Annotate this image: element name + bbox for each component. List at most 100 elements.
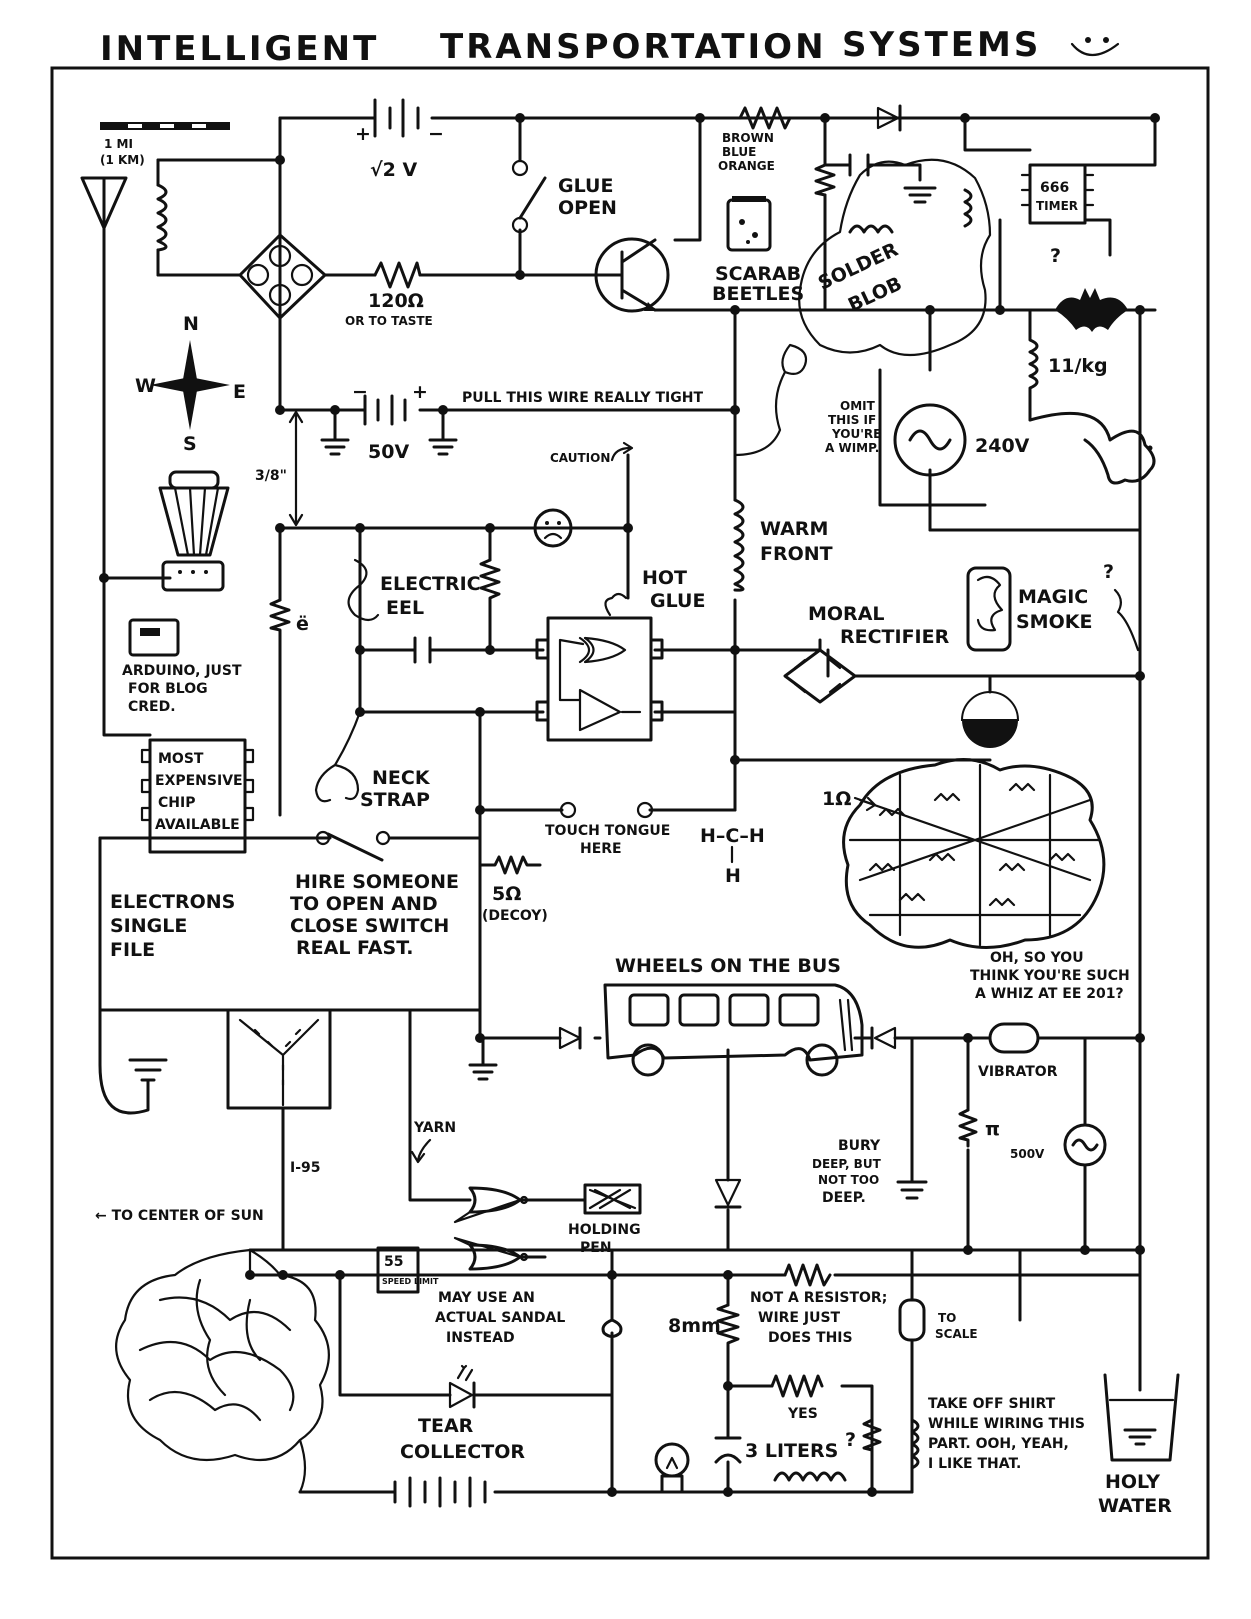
transistor-icon: [594, 237, 670, 313]
svg-text:+: +: [412, 381, 428, 403]
orange-label: ORANGE: [718, 159, 775, 173]
ground-left-hook-icon: [128, 1058, 168, 1102]
bridge-rectifier-icon: [238, 233, 327, 412]
speed-limit-sign-icon: 55 SPEED LIMIT: [376, 1246, 439, 1294]
svg-text:+: +: [355, 123, 371, 145]
sandal-label-3: INSTEAD: [446, 1330, 515, 1346]
timer-label-1: 666: [1040, 180, 1069, 196]
vibrator-label: VIBRATOR: [978, 1064, 1058, 1080]
pringles-icon: [158, 470, 230, 592]
hire-label-4: REAL FAST.: [296, 937, 414, 959]
ac-source-240v-icon: 240V: [893, 403, 1030, 477]
shirt-label-3: PART. OOH, YEAH,: [928, 1436, 1069, 1452]
touch-tongue-contacts: TOUCH TONGUE HERE: [545, 801, 670, 857]
scale-bar: 1 MI (1 KM): [100, 122, 230, 167]
touch-tongue-label-2: HERE: [580, 841, 622, 857]
diode-bus-right-icon: [870, 1026, 897, 1050]
eel-label-2: EEL: [386, 597, 424, 619]
arduino-label-2: FOR BLOG: [128, 681, 208, 697]
capacitor-mid-icon: [413, 636, 432, 664]
ground-top-icon: [903, 186, 937, 204]
hire-label-2: TO OPEN AND: [290, 893, 438, 915]
glue-open-label-2: OPEN: [558, 197, 617, 219]
magic-question-label: ?: [1103, 561, 1114, 583]
compass-n-label: N: [183, 313, 199, 335]
whiz-label-1: OH, SO YOU: [990, 950, 1084, 966]
not-a-resistor-wire: 8mm NOT A RESISTOR; WIRE JUST DOES THIS: [668, 1290, 887, 1357]
chip-label-1: MOST: [158, 751, 204, 767]
not-resistor-label-1: NOT A RESISTOR;: [750, 1290, 887, 1306]
omit-label: OMIT THIS IF YOU'RE A WIMP.: [825, 399, 881, 455]
sandal-label-1: MAY USE AN: [438, 1290, 535, 1306]
moral-label-2: RECTIFIER: [840, 626, 950, 648]
magic-smoke-label-2: SMOKE: [1016, 611, 1092, 633]
bury-label-2: DEEP, BUT: [812, 1157, 882, 1171]
junction-dots: [99, 113, 1160, 1497]
hire-label-3: CLOSE SWITCH: [290, 915, 449, 937]
caution-label: CAUTION: [550, 451, 610, 465]
omit-label-3: YOU'RE: [831, 427, 881, 441]
battery-sqrt2v-icon: + − √2 V: [355, 98, 444, 181]
blue-label: BLUE: [722, 145, 756, 159]
caution-arrow: [610, 441, 634, 462]
page-title: INTELLIGENT TRANSPORTATION SYSTEMS: [100, 25, 1120, 69]
touch-tongue-label-1: TOUCH TONGUE: [545, 823, 670, 839]
sun-arrow: ← TO CENTER OF SUN: [95, 1208, 264, 1224]
magic-smoke-label-1: MAGIC: [1018, 586, 1088, 608]
motor-to-scale-icon: TO SCALE: [898, 1298, 978, 1342]
three-liters-label: 3 LITERS: [745, 1440, 838, 1462]
batman-icon: [1055, 288, 1128, 332]
one-ohm-label: 1Ω: [822, 788, 851, 810]
methane-molecule: H–C–H H: [700, 825, 765, 887]
compass-s-label: S: [183, 433, 197, 455]
bus-label: WHEELS ON THE BUS: [615, 955, 841, 977]
resistor-lower-icon: [783, 1263, 832, 1287]
battery-bank-icon: [393, 1476, 487, 1508]
bury-label-4: DEEP.: [822, 1190, 866, 1206]
sun-label: ← TO CENTER OF SUN: [95, 1208, 264, 1224]
holy-water-label-2: WATER: [1098, 1495, 1172, 1517]
eel-label-1: ELECTRIC: [380, 573, 481, 595]
highway-merge-icon: I-95: [226, 1008, 332, 1176]
resistor-brown-blue-orange-icon: BROWN BLUE ORANGE: [718, 106, 792, 173]
resistor-question-icon: ?: [845, 1418, 882, 1452]
scale-label-km: (1 KM): [100, 153, 145, 167]
compass-e-label: E: [233, 381, 246, 403]
yes-label: YES: [787, 1406, 818, 1422]
or-to-taste-label: OR TO TASTE: [345, 314, 433, 328]
neck-strap-label-2: STRAP: [360, 789, 430, 811]
shirt-label-4: I LIKE THAT.: [928, 1456, 1021, 1472]
diode-vertical-icon: [714, 1178, 742, 1209]
magic-smoke-icon: MAGIC SMOKE ?: [966, 561, 1140, 652]
holding-pen-label-2: PEN: [580, 1240, 612, 1256]
to-scale-label-1: TO: [938, 1311, 956, 1325]
svg-text:−: −: [428, 123, 444, 145]
tear-collector-label-1: TEAR: [418, 1415, 474, 1437]
battery-voltage-label: √2 V: [370, 159, 418, 181]
resistor-e-icon: ë: [269, 598, 309, 642]
tear-collector-led-icon: TEAR COLLECTOR: [400, 1364, 525, 1463]
eight-mm-label: 8mm: [668, 1315, 721, 1337]
resistor-120-icon: 120Ω OR TO TASTE: [345, 261, 433, 328]
ball-icon: [960, 674, 1020, 748]
scarab-label-1: SCARAB: [715, 263, 801, 285]
antenna-icon: [80, 176, 128, 230]
glue-open-label-1: GLUE: [558, 175, 613, 197]
ground-50v-left-icon: [320, 438, 350, 456]
warm-front-label-1: WARM: [760, 518, 828, 540]
electrons-label-1: ELECTRONS: [110, 891, 235, 913]
fuse-icon: [601, 1318, 623, 1347]
holy-water-label-1: HOLY: [1105, 1471, 1160, 1493]
shirt-label-2: WHILE WIRING THIS: [928, 1416, 1085, 1432]
holy-water-beaker-icon: HOLY WATER: [1098, 1373, 1180, 1517]
arduino-label-1: ARDUINO, JUST: [122, 663, 242, 679]
inductor-11kg-icon: 11/kg: [1028, 308, 1108, 422]
resistor-pi-label: π: [985, 1118, 1000, 1140]
ac-240v-label: 240V: [975, 435, 1030, 457]
brown-label: BROWN: [722, 131, 774, 145]
electrons-label-3: FILE: [110, 939, 155, 961]
ac-source-500v-icon: 500V: [1010, 1123, 1107, 1167]
squirrel-icon: [1028, 411, 1156, 485]
title-word-intelligent: INTELLIGENT: [100, 29, 379, 69]
warm-front-inductor-icon: WARM FRONT: [733, 498, 833, 592]
